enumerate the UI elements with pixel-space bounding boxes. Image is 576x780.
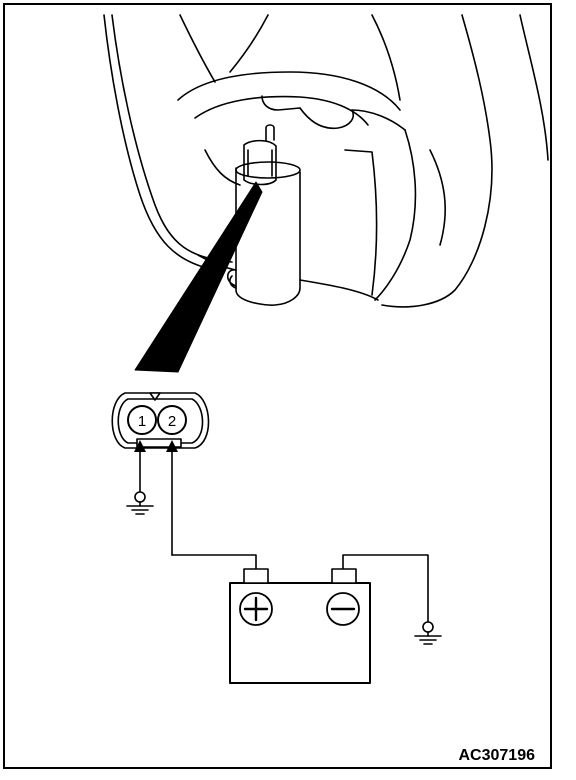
battery <box>229 568 371 684</box>
pin-1-terminal[interactable] <box>127 405 157 435</box>
figure-frame <box>3 3 552 769</box>
pin-2-terminal[interactable] <box>157 405 187 435</box>
ground-symbol-pin-1 <box>126 491 154 515</box>
washer-motor <box>226 124 301 306</box>
negative-terminal <box>331 568 357 584</box>
callout-pointer <box>134 181 263 373</box>
probe-wires <box>134 440 429 623</box>
positive-terminal <box>243 568 269 584</box>
vehicle-body-outline <box>103 14 549 308</box>
connector-face[interactable]: 1 2 <box>111 392 210 449</box>
ground-symbol-battery <box>414 621 442 645</box>
pin-1-label: 1 <box>138 413 146 430</box>
figure-code: AC307196 <box>459 747 536 764</box>
pin-2-label: 2 <box>168 413 176 430</box>
